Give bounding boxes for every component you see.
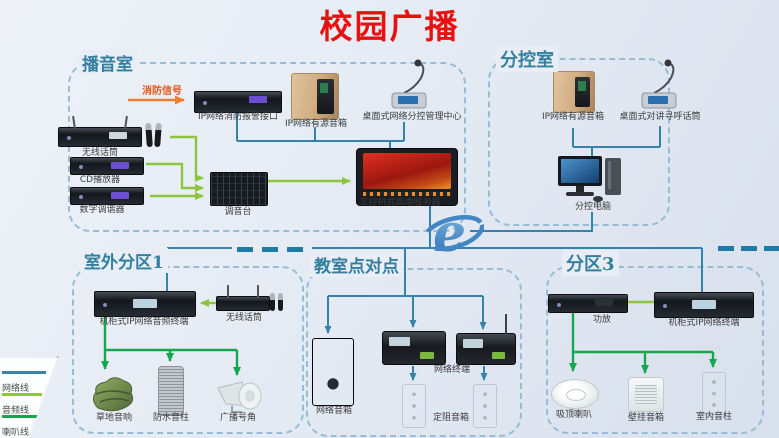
outdoor-wireless-receiver-icon xyxy=(216,285,270,311)
section-title-sub-control-room: 分控室 xyxy=(496,46,558,72)
wireless-mic-receiver-icon xyxy=(58,115,142,147)
fixed-speaker-1-icon xyxy=(402,384,426,428)
amplifier-icon xyxy=(548,294,628,313)
speaker-line-swatch xyxy=(2,415,38,418)
label-indoor-column: 室内音柱 xyxy=(695,412,732,422)
zone-sub-control-room xyxy=(488,58,670,226)
label-outdoor-terminal: 机柜式IP网络音频终端 xyxy=(99,317,189,327)
label-network-terminal: 网络终端 xyxy=(433,365,470,375)
section-title-broadcast-room: 播音室 xyxy=(78,50,137,75)
network-line-swatch xyxy=(2,371,46,374)
legend-item-audio: 音频线 xyxy=(2,393,42,417)
fire-alarm-interface-icon xyxy=(194,91,282,113)
label-server: 工控机式高端服务器 xyxy=(359,198,441,208)
label-zone3-terminal: 机柜式IP网络终端 xyxy=(668,318,740,328)
zone-3 xyxy=(546,266,764,434)
horn-speaker-icon xyxy=(212,380,264,420)
label-mixer: 调音台 xyxy=(224,207,252,217)
control-computer-icon xyxy=(552,154,630,208)
label-lawn-speaker: 草地音响 xyxy=(95,413,132,423)
section-title-outdoor-1: 室外分区1 xyxy=(80,248,168,273)
label-fire-signal: 消防信号 xyxy=(142,86,182,97)
zone-outdoor-1 xyxy=(72,266,304,434)
subroom-active-speaker-icon xyxy=(553,71,595,113)
label-waterproof-column: 防水音柱 xyxy=(152,413,189,423)
label-wall-speaker: 壁挂音箱 xyxy=(627,413,664,423)
legend-label-speaker: 喇叭线 xyxy=(2,428,30,438)
label-tuner: 数字调谐器 xyxy=(79,205,125,215)
outdoor-ip-terminal-icon xyxy=(94,291,196,317)
internet-icon: e xyxy=(420,202,485,270)
network-terminal-2-icon xyxy=(456,314,516,365)
label-control-computer: 分控电脑 xyxy=(574,202,611,212)
zone-classroom xyxy=(306,268,522,437)
label-ceiling-speaker: 吸顶喇叭 xyxy=(555,410,592,420)
zone3-ip-terminal-icon xyxy=(654,292,754,318)
network-speaker-icon xyxy=(312,338,354,406)
label-desk-control-center: 桌面式网络分控管理中心 xyxy=(362,112,462,122)
label-wireless-mic: 无线话筒 xyxy=(81,148,118,158)
page-title: 校园广播 xyxy=(319,7,460,46)
label-paging-mic: 桌面式对讲寻呼话筒 xyxy=(619,112,701,122)
label-horn: 广播号角 xyxy=(219,413,256,423)
cd-player-icon xyxy=(70,157,144,175)
label-outdoor-wireless-mic: 无线话筒 xyxy=(225,313,262,323)
label-amplifier: 功放 xyxy=(592,315,611,325)
label-fire-alarm-interface: IP网络消防报警接口 xyxy=(197,112,279,122)
fixed-speaker-2-icon xyxy=(473,384,497,428)
waterproof-column-icon xyxy=(158,366,184,416)
section-title-zone3: 分区3 xyxy=(562,250,619,276)
label-cd-player: CD播放器 xyxy=(79,175,121,185)
section-title-classroom: 教室点对点 xyxy=(310,252,403,277)
label-network-speaker: 网络音箱 xyxy=(315,406,352,416)
legend-item-network: 网络线 xyxy=(2,371,46,395)
outdoor-handheld-mics-icon xyxy=(270,293,286,313)
active-speaker-icon xyxy=(291,73,339,120)
svg-text:e: e xyxy=(433,203,466,264)
mixer-icon xyxy=(210,172,268,206)
industrial-server-icon xyxy=(356,148,458,206)
legend-item-speaker: 喇叭线 xyxy=(2,415,38,438)
handheld-mics-icon xyxy=(145,122,166,151)
desktop-control-mic-icon xyxy=(386,56,430,118)
digital-tuner-icon xyxy=(70,187,144,205)
zone-broadcast-room xyxy=(68,62,466,232)
paging-mic-icon xyxy=(636,56,680,118)
label-active-speaker: IP网络有源音箱 xyxy=(284,119,348,129)
legend-label-audio: 音频线 xyxy=(2,406,30,416)
label-subroom-speaker: IP网络有源音箱 xyxy=(541,112,605,122)
network-terminal-1-icon xyxy=(382,331,446,365)
lawn-speaker-icon xyxy=(88,374,138,418)
audio-line-swatch xyxy=(2,393,42,396)
label-fixed-speaker: 定阻音箱 xyxy=(432,413,469,423)
legend-label-network: 网络线 xyxy=(2,384,30,394)
wall-speaker-icon xyxy=(628,377,664,412)
ceiling-speaker-icon xyxy=(551,379,599,409)
indoor-column-icon xyxy=(702,372,726,415)
